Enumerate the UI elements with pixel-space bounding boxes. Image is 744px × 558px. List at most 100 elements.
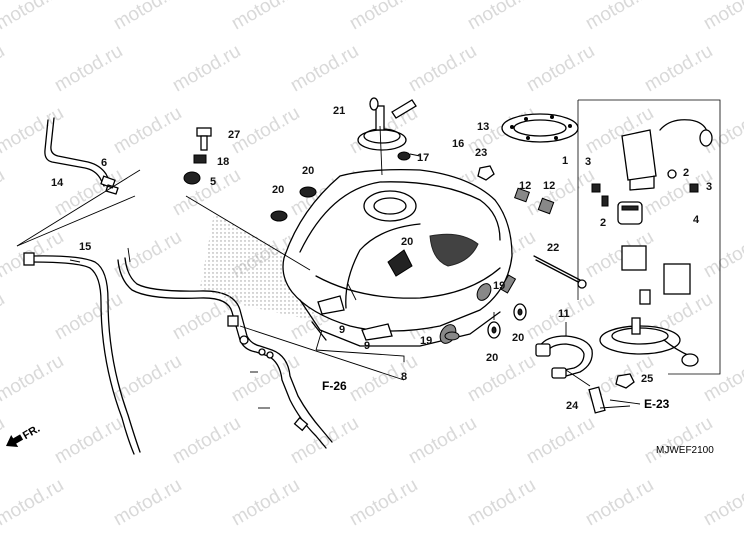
direction-label: FR. <box>21 423 42 442</box>
callout-15: 15 <box>79 241 91 253</box>
watermark-text: motod.ru <box>523 165 598 221</box>
watermark-text: motod.ru <box>169 165 244 221</box>
watermark-text: motod.ru <box>0 103 67 159</box>
watermark-text: motod.ru <box>641 41 716 97</box>
watermark-text: motod.ru <box>700 0 744 34</box>
callout-2: 2 <box>683 167 689 179</box>
grommet-12 <box>514 187 555 215</box>
callout-12: 12 <box>543 180 555 192</box>
watermark-text: motod.ru <box>464 351 539 407</box>
fuel-filler-cap <box>357 97 417 151</box>
callout-20: 20 <box>302 165 314 177</box>
watermark-text: motod.ru <box>700 351 744 407</box>
callout-9: 9 <box>339 324 345 336</box>
watermark-text: motod.ru <box>464 475 539 531</box>
callout-27: 27 <box>228 129 240 141</box>
callout-20: 20 <box>486 352 498 364</box>
watermark-text: motod.ru <box>228 475 303 531</box>
callout-3: 3 <box>706 181 712 193</box>
joint-24 <box>588 386 606 414</box>
watermark-text: motod.ru <box>0 475 67 531</box>
callout-24: 24 <box>566 400 579 412</box>
callout-22: 22 <box>547 242 559 254</box>
callout-9: 9 <box>364 340 370 352</box>
watermark-text: motod.ru <box>346 351 421 407</box>
watermark-text: motod.ru <box>523 41 598 97</box>
callout-3: 3 <box>585 156 591 168</box>
watermark-text: motod.ru <box>110 351 185 407</box>
watermark-text: motod.ru <box>110 475 185 531</box>
reference-f26: F-26 <box>322 379 347 393</box>
watermark-text: motod.ru <box>51 165 126 221</box>
callout-23: 23 <box>475 147 487 159</box>
fuel-pump-assembly-1 <box>577 99 721 375</box>
fuel-feed-hose-11 <box>535 335 593 379</box>
callout-5: 5 <box>210 176 216 188</box>
callout-14: 14 <box>51 177 64 189</box>
callout-1: 1 <box>562 155 568 167</box>
watermark-text: motod.ru <box>582 0 657 34</box>
watermark-text: motod.ru <box>523 413 598 469</box>
watermark-text: motod.ru <box>228 351 303 407</box>
front-direction-arrow: FR. <box>6 423 42 448</box>
watermark-text: motod.ru <box>0 413 8 469</box>
bolt-22 <box>533 255 587 289</box>
watermark-text: motod.ru <box>405 413 480 469</box>
watermark-text: motod.ru <box>0 0 67 34</box>
watermark-text: motod.ru <box>110 103 185 159</box>
watermark-text: motod.ru <box>641 413 716 469</box>
callout-16: 16 <box>452 138 464 150</box>
watermark-text: motod.ru <box>51 289 126 345</box>
drain-hose-15 <box>23 252 141 455</box>
watermark-text: motod.ru <box>346 475 421 531</box>
watermark-text: motod.ru <box>405 41 480 97</box>
watermark-text: motod.ru <box>0 41 8 97</box>
callout-12: 12 <box>519 180 531 192</box>
pump-gasket-13 <box>501 113 579 143</box>
callout-13: 13 <box>477 121 489 133</box>
callout-20: 20 <box>272 184 284 196</box>
watermark-text: motod.ru <box>464 0 539 34</box>
watermark-text: motod.ru <box>0 165 8 221</box>
watermark-text: motod.ru <box>110 0 185 34</box>
fuel-tank-8 <box>200 168 513 347</box>
callout-20: 20 <box>512 332 524 344</box>
bolt-27 <box>196 127 212 151</box>
collar-18 <box>193 154 207 164</box>
callout-2: 2 <box>600 217 606 229</box>
callout-21: 21 <box>333 105 345 117</box>
watermark-text: motod.ru <box>169 413 244 469</box>
rubber-grommet-20 <box>270 186 317 222</box>
callout-19: 19 <box>420 335 432 347</box>
watermark-text: motod.ru <box>582 475 657 531</box>
watermark-text: motod.ru <box>346 0 421 34</box>
callout-4: 4 <box>693 214 700 226</box>
watermark-text: motod.ru <box>51 413 126 469</box>
callout-6: 6 <box>101 157 107 169</box>
callout-20: 20 <box>401 236 413 248</box>
drain-hose-assembly <box>117 257 333 449</box>
callout-19: 19 <box>493 280 505 292</box>
rubber-19 <box>444 274 517 341</box>
callout-25: 25 <box>641 373 653 385</box>
callout-11: 11 <box>558 308 570 320</box>
watermark-text: motod.ru <box>0 289 8 345</box>
gasket-17 <box>397 151 411 161</box>
callout-18: 18 <box>217 156 229 168</box>
nut-25 <box>615 373 635 389</box>
figure-code: MJWEF2100 <box>656 445 714 456</box>
breather-hose-14 <box>44 117 116 189</box>
watermark-text: motod.ru <box>0 351 67 407</box>
rubber-5 <box>183 171 201 185</box>
watermark-text: motod.ru <box>169 41 244 97</box>
reference-e23: E-23 <box>644 397 670 411</box>
hose-clip-6 <box>105 184 119 195</box>
watermark-text: motod.ru <box>700 227 744 283</box>
nut-23 <box>477 165 495 181</box>
washer-20-lower <box>487 303 527 339</box>
watermark-text: motod.ru <box>51 41 126 97</box>
callout-17: 17 <box>417 152 429 164</box>
watermark-text: motod.ru <box>700 475 744 531</box>
